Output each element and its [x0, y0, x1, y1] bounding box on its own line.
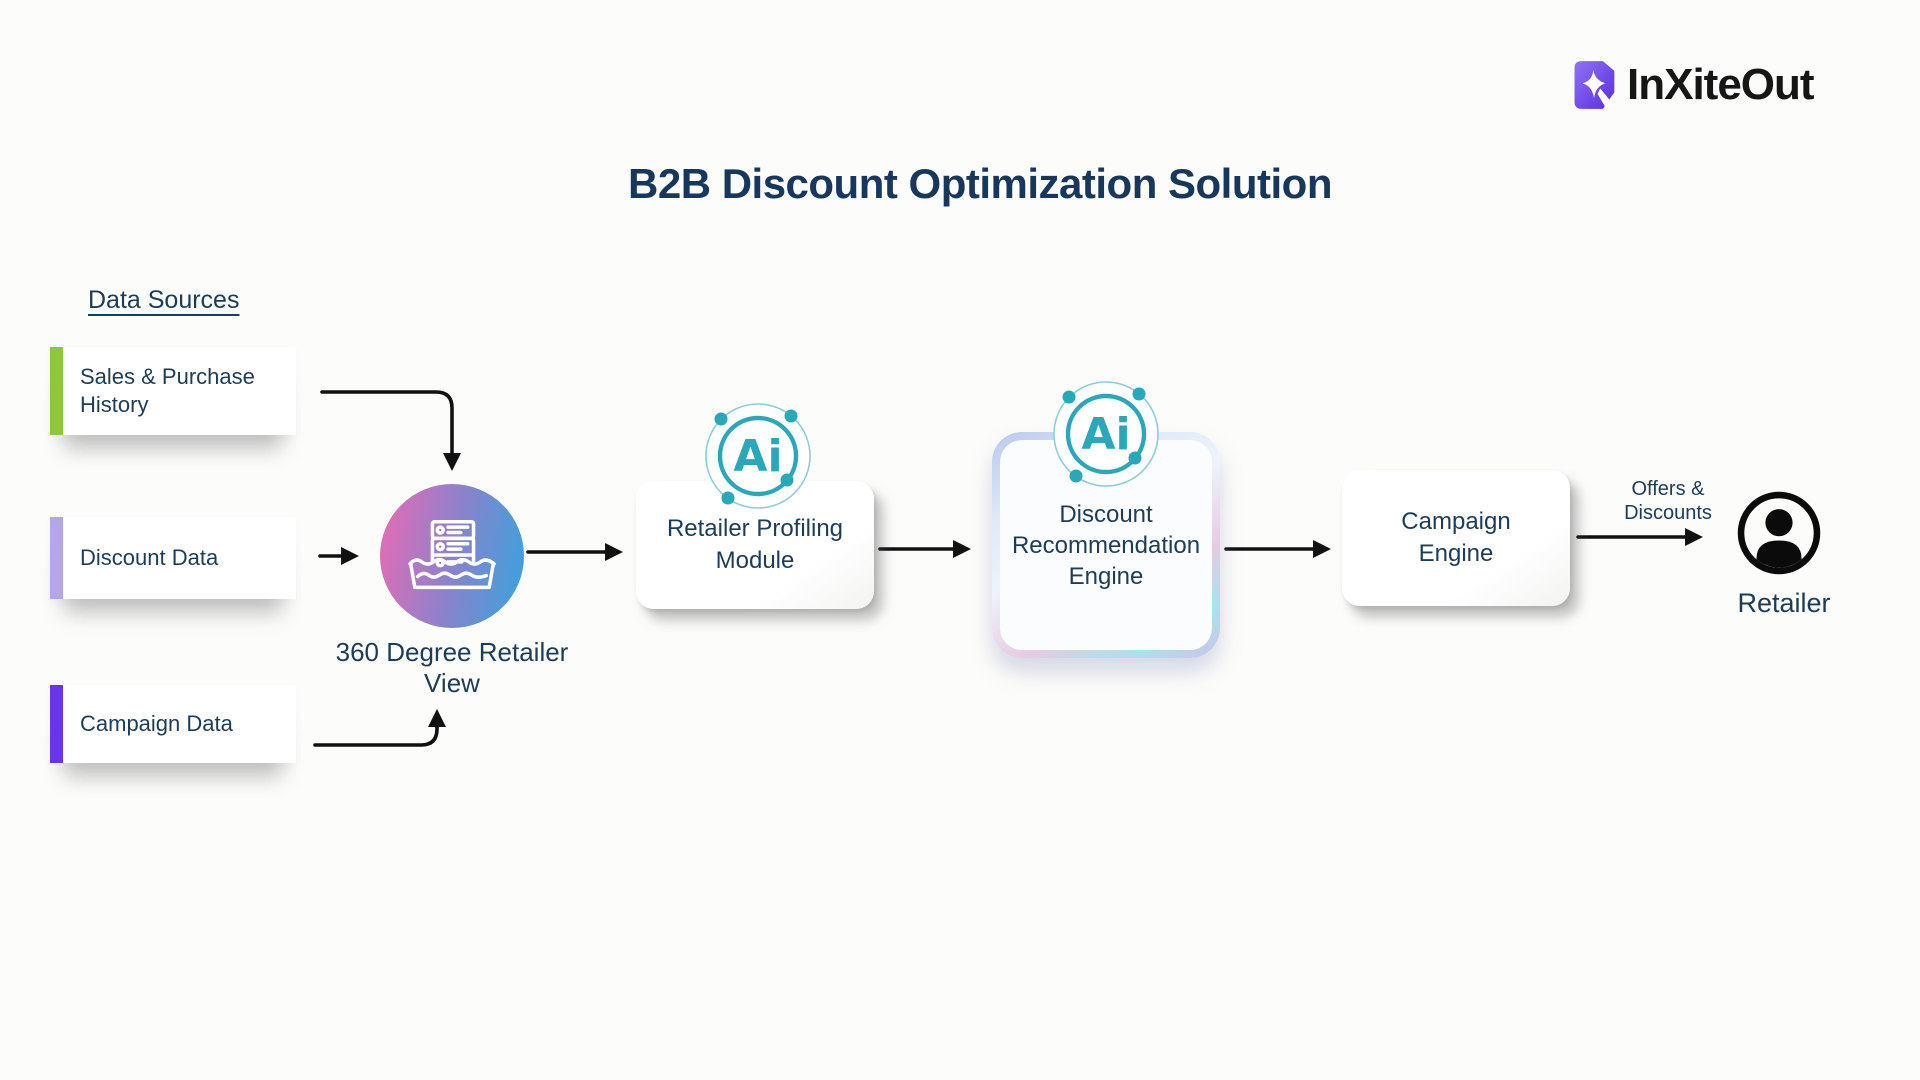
data-source-label: Discount Data [80, 545, 219, 570]
accent-bar [50, 517, 63, 599]
page-title: B2B Discount Optimization Solution [628, 160, 1332, 207]
data-sources-heading: Data Sources [88, 286, 240, 314]
module-campaign-engine: Campaign Engine [1342, 470, 1570, 606]
ai-icon: Ai [705, 403, 811, 509]
offers-discounts-label: Offers & Discounts [1624, 478, 1712, 524]
module-label: Campaign Engine [1401, 508, 1511, 567]
ai-badge-text: Ai [1081, 409, 1130, 460]
data-source-label: Campaign Data [80, 711, 233, 736]
logo-text: InXiteOut [1627, 60, 1815, 109]
hub-360-retailer-view [380, 484, 524, 628]
ai-badge-text: Ai [733, 431, 782, 482]
module-retailer-profiling: Retailer Profiling Module [636, 481, 874, 609]
data-lake-icon [408, 519, 496, 590]
module-label: Retailer Profiling Module [666, 515, 844, 574]
logo-mark-icon [1574, 61, 1615, 109]
ai-icon: Ai [1053, 381, 1159, 487]
accent-bar [50, 347, 63, 435]
accent-bar [50, 685, 63, 763]
person-icon [1737, 491, 1821, 575]
arrow-campaign-to-hub [313, 708, 446, 747]
data-source-card-campaign: Campaign Data [50, 685, 296, 763]
data-source-card-discount: Discount Data [50, 517, 296, 599]
hub-label: 360 Degree Retailer View [335, 637, 569, 698]
logo: InXiteOut [1571, 58, 1815, 112]
data-source-card-sales: Sales & Purchase History [50, 347, 296, 435]
module-label: Discount Recommendation Engine [1011, 500, 1201, 590]
data-source-label: Sales & Purchase History [80, 364, 255, 417]
retailer-label: Retailer [1737, 588, 1831, 618]
arrow-sales-to-hub [320, 390, 461, 472]
